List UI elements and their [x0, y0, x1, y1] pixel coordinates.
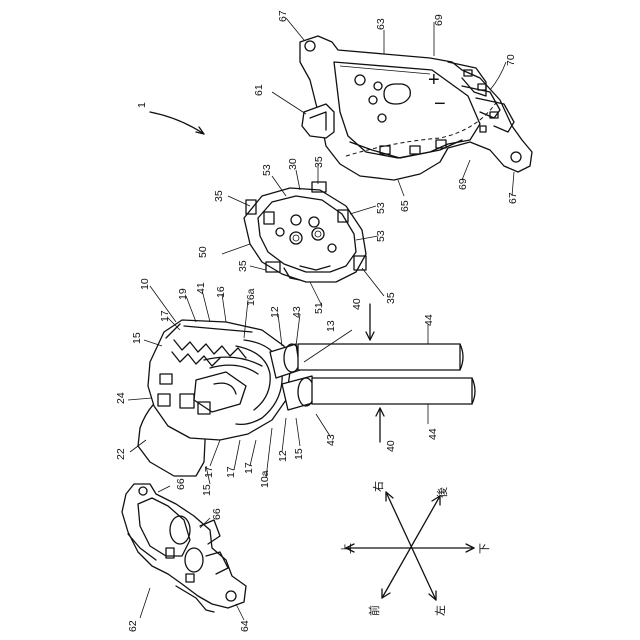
label-53-b: 53	[375, 202, 387, 214]
compass-front-label: 前	[367, 605, 381, 616]
label-70: 70	[505, 54, 517, 66]
label-69-bottom: 69	[457, 178, 469, 190]
terminal-plate	[244, 182, 366, 282]
label-17-b: 17	[203, 466, 215, 478]
label-51: 51	[313, 302, 325, 314]
label-67-bottom: 67	[507, 192, 519, 204]
label-65: 65	[399, 200, 411, 212]
label-41: 41	[195, 282, 207, 294]
label-19: 19	[177, 288, 189, 300]
label-10a: 10a	[259, 470, 271, 488]
label-63: 63	[375, 18, 387, 30]
label-64: 64	[239, 620, 251, 632]
compass-left-label: 左	[434, 605, 447, 616]
label-66-b: 66	[211, 508, 223, 520]
cables	[298, 344, 475, 404]
label-66-a: 66	[175, 478, 187, 490]
label-44-b: 44	[427, 428, 439, 440]
compass-down-label: 下	[478, 543, 491, 554]
compass-right-label: 右	[371, 481, 385, 492]
label-17-d: 17	[243, 462, 255, 474]
label-53-a: 53	[261, 164, 273, 176]
label-50: 50	[197, 246, 209, 258]
label-43-b: 43	[325, 434, 337, 446]
direction-compass	[346, 492, 474, 600]
label-24: 24	[115, 392, 127, 404]
label-61: 61	[253, 84, 265, 96]
label-15-c: 15	[201, 484, 213, 496]
label-17-c: 17	[225, 466, 237, 478]
label-30: 30	[287, 158, 299, 170]
plate-assembly: + −	[300, 36, 532, 180]
label-22: 22	[115, 448, 127, 460]
compass-up-label: 上	[340, 543, 353, 554]
label-12-a: 12	[269, 306, 281, 318]
label-40-b: 40	[385, 440, 397, 452]
label-53-c: 53	[375, 230, 387, 242]
label-44-a: 44	[423, 314, 435, 326]
minus-marking: −	[434, 93, 446, 115]
label-62: 62	[127, 620, 139, 632]
plus-marking: +	[428, 69, 440, 91]
label-35-b: 35	[213, 190, 225, 202]
label-16: 16	[215, 286, 227, 298]
connector-body	[138, 320, 316, 476]
label-16a: 16a	[245, 288, 257, 306]
label-15-a: 15	[131, 332, 143, 344]
label-35-d: 35	[385, 292, 397, 304]
label-12-b: 12	[277, 450, 289, 462]
label-40-a: 40	[351, 298, 363, 310]
label-35-c: 35	[237, 260, 249, 272]
label-69-top: 69	[433, 14, 445, 26]
label-1: 1	[136, 102, 148, 108]
label-43-a: 43	[291, 306, 303, 318]
compass-rear-label: 後	[435, 487, 449, 498]
label-35-a: 35	[313, 156, 325, 168]
label-13: 13	[325, 320, 337, 332]
label-15-b: 15	[293, 448, 305, 460]
holder-bracket	[122, 484, 246, 612]
label-67-top: 67	[277, 10, 289, 22]
label-17-a: 17	[159, 310, 171, 322]
label-10: 10	[139, 278, 151, 290]
